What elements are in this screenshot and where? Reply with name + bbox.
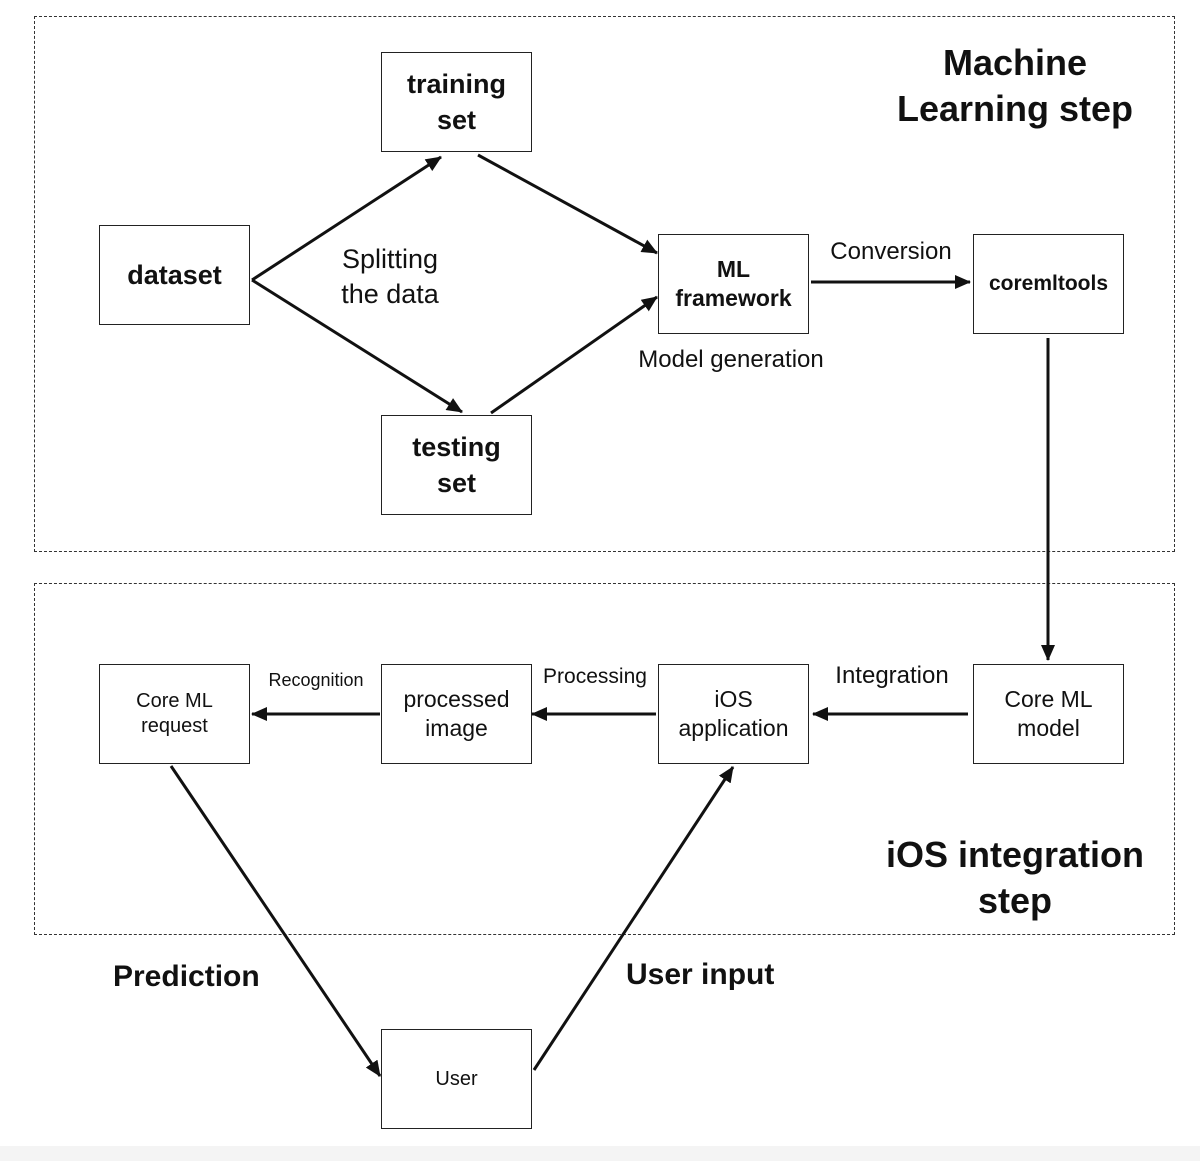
ios-application-node: iOS application xyxy=(658,664,809,764)
ios-step-title: iOS integration step xyxy=(885,834,1144,921)
core-ml-request-node: Core ML request xyxy=(99,664,250,764)
arrow-dataset-to-testing xyxy=(251,278,463,414)
arrow-testing-to-framework xyxy=(490,295,658,415)
core-ml-model-node: Core ML model xyxy=(973,664,1124,764)
ml-step-title: Machine Learning step xyxy=(896,42,1134,129)
model-generation-label: Model generation xyxy=(638,346,824,373)
user-node: User xyxy=(381,1029,532,1129)
training-set-node: training set xyxy=(381,52,532,152)
arrow-request-to-user xyxy=(169,765,382,1077)
prediction-label: Prediction xyxy=(113,960,260,993)
coremltools-node: coremltools xyxy=(973,234,1124,334)
user-input-label: User input xyxy=(626,958,775,991)
conversion-label: Conversion xyxy=(830,238,952,265)
ml-step-region xyxy=(34,16,1175,552)
dataset-node: dataset xyxy=(99,225,250,325)
recognition-label: Recognition xyxy=(268,670,364,690)
arrow-training-to-framework xyxy=(477,153,658,255)
processed-image-node: processed image xyxy=(381,664,532,764)
ml-framework-node: ML framework xyxy=(658,234,809,334)
splitting-label: Splitting the data xyxy=(341,244,439,310)
integration-label: Integration xyxy=(835,662,949,689)
bottom-strip xyxy=(0,1146,1200,1161)
ios-step-region xyxy=(34,583,1175,935)
arrow-dataset-to-training xyxy=(251,155,442,282)
arrow-user-to-ios-app xyxy=(532,766,735,1071)
processing-label: Processing xyxy=(543,665,647,688)
testing-set-node: testing set xyxy=(381,415,532,515)
